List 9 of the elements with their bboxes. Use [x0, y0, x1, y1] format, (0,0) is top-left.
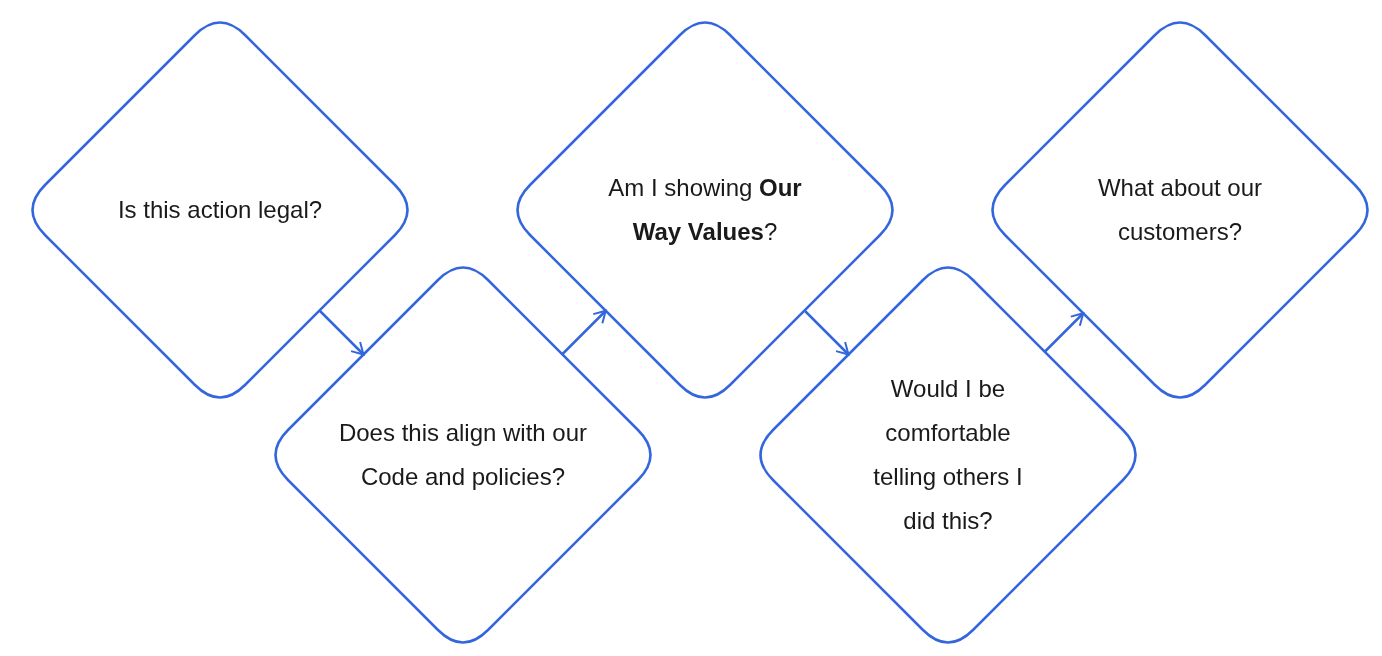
question-text: Am I showing Our Way Values? — [607, 173, 803, 247]
question-text: Would I be comfortable telling others I did this? — [872, 374, 1024, 536]
arrow — [1043, 312, 1085, 353]
question-text: Is this action legal? — [117, 195, 323, 225]
arrow — [803, 309, 850, 356]
question-text: What about our customers? — [1096, 173, 1264, 247]
arrow — [318, 309, 365, 356]
question-text: Does this align with our Code and policies? — [338, 418, 588, 492]
arrow — [561, 309, 607, 356]
